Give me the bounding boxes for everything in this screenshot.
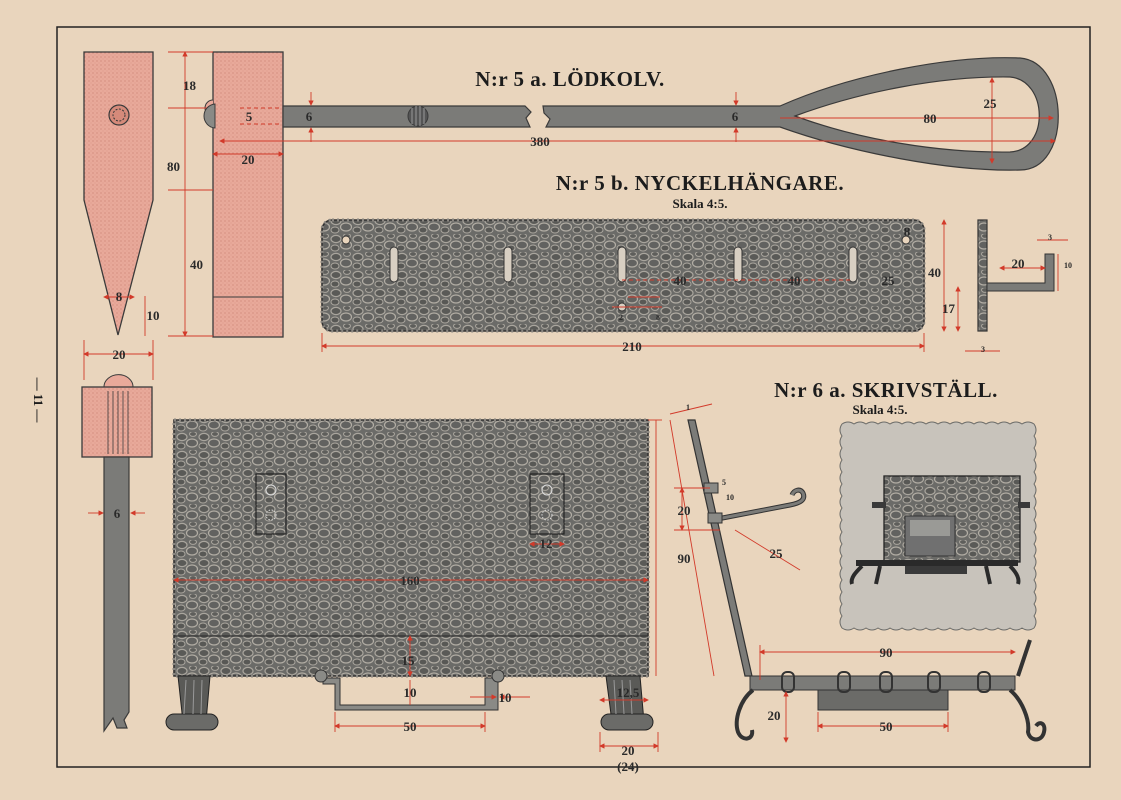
dim-box-160: 160 — [400, 573, 420, 588]
dim-hang-2: 2 — [619, 313, 623, 322]
dim-box-15: 15 — [402, 653, 416, 668]
dim-box-10b: 10 — [499, 690, 512, 705]
ink-stand-photo — [839, 421, 1037, 631]
handle-assembly — [81, 374, 153, 733]
dim-box-50: 50 — [404, 719, 417, 734]
dim-box-10a: 10 — [404, 685, 417, 700]
dim-hang-40a: 40 — [674, 273, 687, 288]
dim-st-5: 5 — [722, 478, 726, 487]
dim-side-20: 20 — [1012, 256, 1025, 271]
dim-tool-20b: 20 — [113, 347, 126, 362]
tool-dimension-lines — [83, 51, 284, 516]
dim-tool-5: 5 — [246, 109, 253, 124]
dim-hang-25: 25 — [882, 273, 896, 288]
dim-side-10: 10 — [1064, 261, 1072, 270]
dim-st-1: 1 — [686, 403, 690, 412]
dim-tool-10: 10 — [147, 308, 160, 323]
box-dimension-lines — [173, 419, 662, 752]
dim-tool-80: 80 — [167, 159, 180, 174]
skriv-title: N:r 6 a. SKRIVSTÄLL. — [774, 378, 998, 402]
dim-st-20a: 20 — [678, 503, 691, 518]
skriv-scale: Skala 4:5. — [853, 402, 908, 417]
dim-side-40: 40 — [928, 265, 941, 280]
dim-rod-6a: 6 — [306, 109, 313, 124]
dim-loop-25: 25 — [984, 96, 998, 111]
dim-side-3b: 3 — [981, 345, 985, 354]
page-number: — 11 — — [31, 377, 46, 424]
soldering-head-front — [83, 51, 154, 336]
soldering-head-side — [204, 51, 284, 338]
dim-tool-18: 18 — [183, 78, 197, 93]
dim-st-25: 25 — [770, 546, 784, 561]
side-dimension-lines — [965, 239, 1068, 352]
figure-number: (24) — [617, 759, 639, 774]
hanger-dimension-lines — [321, 219, 961, 352]
dim-tool-6: 6 — [114, 506, 121, 521]
dim-box-125: 12,5 — [617, 685, 640, 700]
dim-tool-40: 40 — [190, 257, 203, 272]
key-hanger-plate — [320, 218, 926, 333]
dim-loop-80: 80 — [924, 111, 937, 126]
dim-rod-6b: 6 — [732, 109, 739, 124]
nyckel-scale: Skala 4:5. — [673, 196, 728, 211]
dim-st-20b: 20 — [768, 708, 781, 723]
dim-side-3a: 3 — [1048, 233, 1052, 242]
dim-st-50: 50 — [880, 719, 893, 734]
dim-hang-40b: 40 — [788, 273, 801, 288]
dim-st-10: 10 — [726, 493, 734, 502]
dim-tool-20a: 20 — [242, 152, 255, 167]
nyckel-title: N:r 5 b. NYCKELHÄNGARE. — [556, 171, 844, 195]
dim-hang-8: 8 — [904, 224, 911, 239]
dim-hang-210: 210 — [622, 339, 642, 354]
rod-dimension-lines — [219, 77, 1056, 164]
dim-hang-8b: 8 — [656, 313, 660, 322]
ink-stand-front — [165, 418, 654, 731]
dim-rod-380: 380 — [530, 134, 550, 149]
dim-box-12: 12 — [540, 536, 553, 551]
frame-border — [56, 26, 1091, 768]
lodkolv-title: N:r 5 a. LÖDKOLV. — [475, 67, 665, 91]
ink-stand-side — [687, 419, 1047, 742]
stand-dimension-lines — [669, 403, 1016, 743]
key-hanger-side-view — [977, 219, 1055, 332]
dim-box-20: 20 — [622, 743, 635, 758]
dim-tool-8: 8 — [116, 289, 123, 304]
dim-st-90b: 90 — [880, 645, 893, 660]
dim-side-17: 17 — [942, 301, 956, 316]
dim-st-90a: 90 — [678, 551, 691, 566]
